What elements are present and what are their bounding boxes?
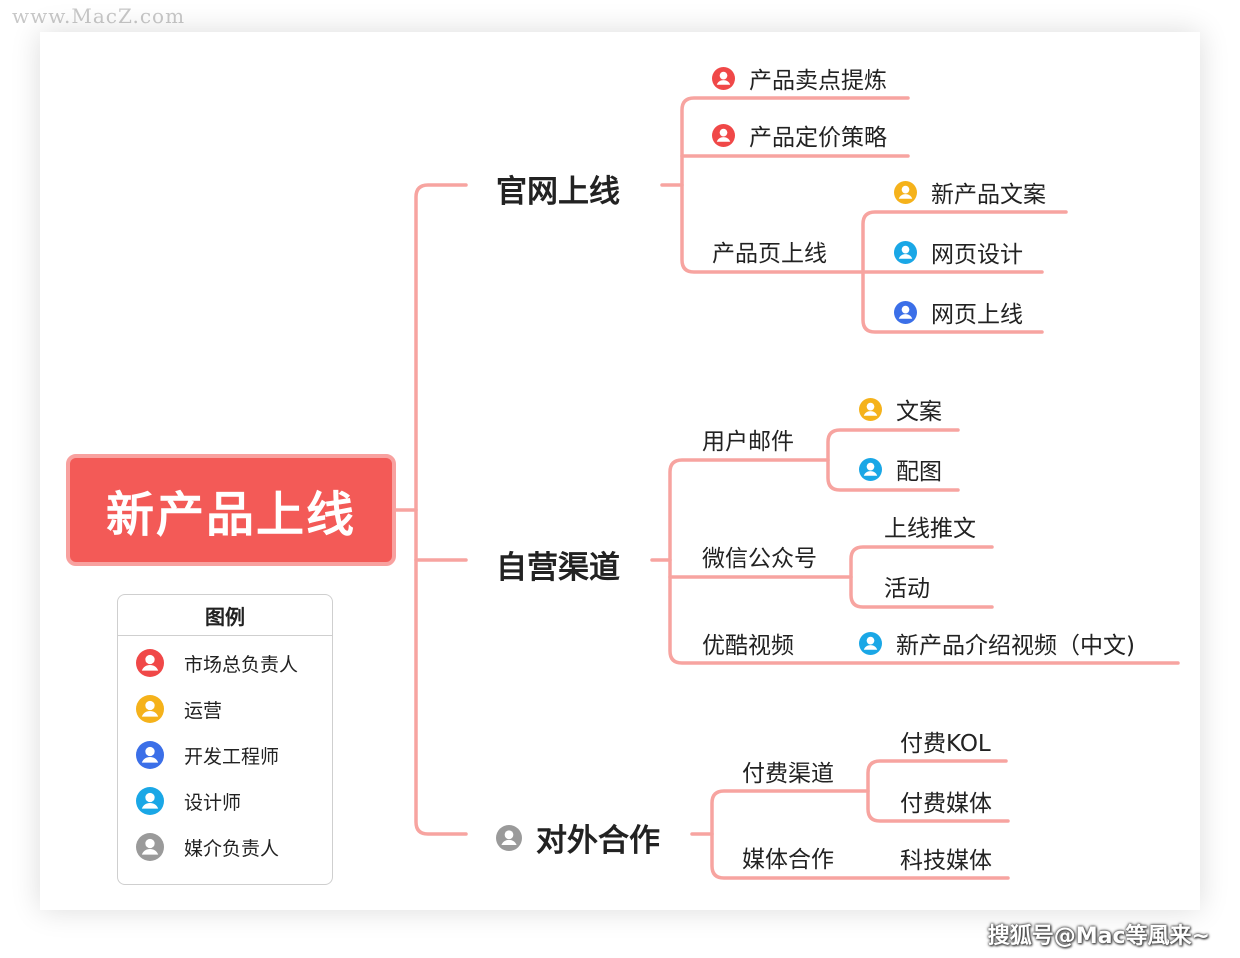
task-email-images[interactable]: 配图: [859, 452, 942, 486]
task-web-design[interactable]: 网页设计: [894, 235, 1023, 269]
root-node[interactable]: 新产品上线: [66, 454, 396, 566]
legend-box: 图例 市场总负责人 运营 开发工程师 设计师 媒介负责人: [117, 594, 333, 885]
legend-item-market-lead: 市场总负责人: [136, 649, 298, 677]
task-youku-video[interactable]: 优酷视频: [702, 633, 794, 659]
task-product-page[interactable]: 产品页上线: [712, 241, 827, 267]
task-launch-post[interactable]: 上线推文: [884, 516, 976, 542]
developer-avatar-icon: [894, 300, 917, 324]
task-label: 配图: [896, 459, 942, 485]
operations-avatar-icon: [136, 695, 164, 723]
designer-avatar-icon: [859, 631, 882, 655]
legend-label: 媒介负责人: [184, 837, 280, 860]
branch-external-cooperation-label: 对外合作: [536, 823, 660, 859]
task-new-copy[interactable]: 新产品文案: [894, 175, 1046, 209]
branch-own-channels[interactable]: 自营渠道: [496, 550, 620, 586]
task-label: 新产品介绍视频（中文): [896, 633, 1135, 659]
task-label: 文案: [896, 399, 942, 425]
designer-avatar-icon: [859, 457, 882, 481]
task-wechat-account[interactable]: 微信公众号: [702, 546, 817, 572]
task-label: 网页设计: [931, 242, 1023, 268]
watermark-bottom: 搜狐号@Mac等風来~: [987, 924, 1210, 949]
operations-avatar-icon: [859, 397, 882, 421]
developer-avatar-icon: [136, 741, 164, 769]
task-paid-kol[interactable]: 付费KOL: [900, 731, 991, 757]
media-lead-avatar-icon: [136, 833, 164, 861]
legend-title: 图例: [118, 595, 332, 636]
legend-item-designer: 设计师: [136, 787, 241, 815]
legend-label: 运营: [184, 699, 223, 722]
market-lead-avatar-icon: [712, 66, 735, 90]
task-intro-video[interactable]: 新产品介绍视频（中文): [859, 626, 1135, 660]
designer-avatar-icon: [894, 240, 917, 264]
legend-item-media-lead: 媒介负责人: [136, 833, 279, 861]
task-user-email[interactable]: 用户邮件: [702, 429, 794, 455]
watermark-top: www.MacZ.com: [12, 4, 186, 28]
task-paid-channels[interactable]: 付费渠道: [742, 761, 834, 787]
task-tech-media[interactable]: 科技媒体: [900, 848, 992, 874]
task-paid-media[interactable]: 付费媒体: [900, 791, 992, 817]
task-selling-points[interactable]: 产品卖点提炼: [712, 61, 887, 95]
branch-external-cooperation[interactable]: 对外合作: [496, 815, 660, 860]
branch-official-site[interactable]: 官网上线: [496, 174, 620, 210]
market-lead-avatar-icon: [136, 649, 164, 677]
legend-label: 市场总负责人: [184, 653, 299, 676]
designer-avatar-icon: [136, 787, 164, 815]
legend-item-operations: 运营: [136, 695, 222, 723]
task-pricing-strategy[interactable]: 产品定价策略: [712, 118, 887, 152]
task-label: 产品卖点提炼: [749, 68, 887, 94]
task-label: 产品定价策略: [749, 125, 887, 151]
task-label: 新产品文案: [931, 182, 1046, 208]
task-media-partnership[interactable]: 媒体合作: [742, 847, 834, 873]
market-lead-avatar-icon: [712, 123, 735, 147]
operations-avatar-icon: [894, 180, 917, 204]
legend-item-developer: 开发工程师: [136, 741, 279, 769]
media-lead-avatar-icon: [496, 824, 522, 851]
task-email-copy[interactable]: 文案: [859, 392, 942, 426]
legend-label: 设计师: [184, 791, 242, 814]
legend-label: 开发工程师: [184, 745, 280, 768]
task-campaign[interactable]: 活动: [884, 576, 930, 602]
task-label: 网页上线: [931, 302, 1023, 328]
task-web-launch[interactable]: 网页上线: [894, 295, 1023, 329]
